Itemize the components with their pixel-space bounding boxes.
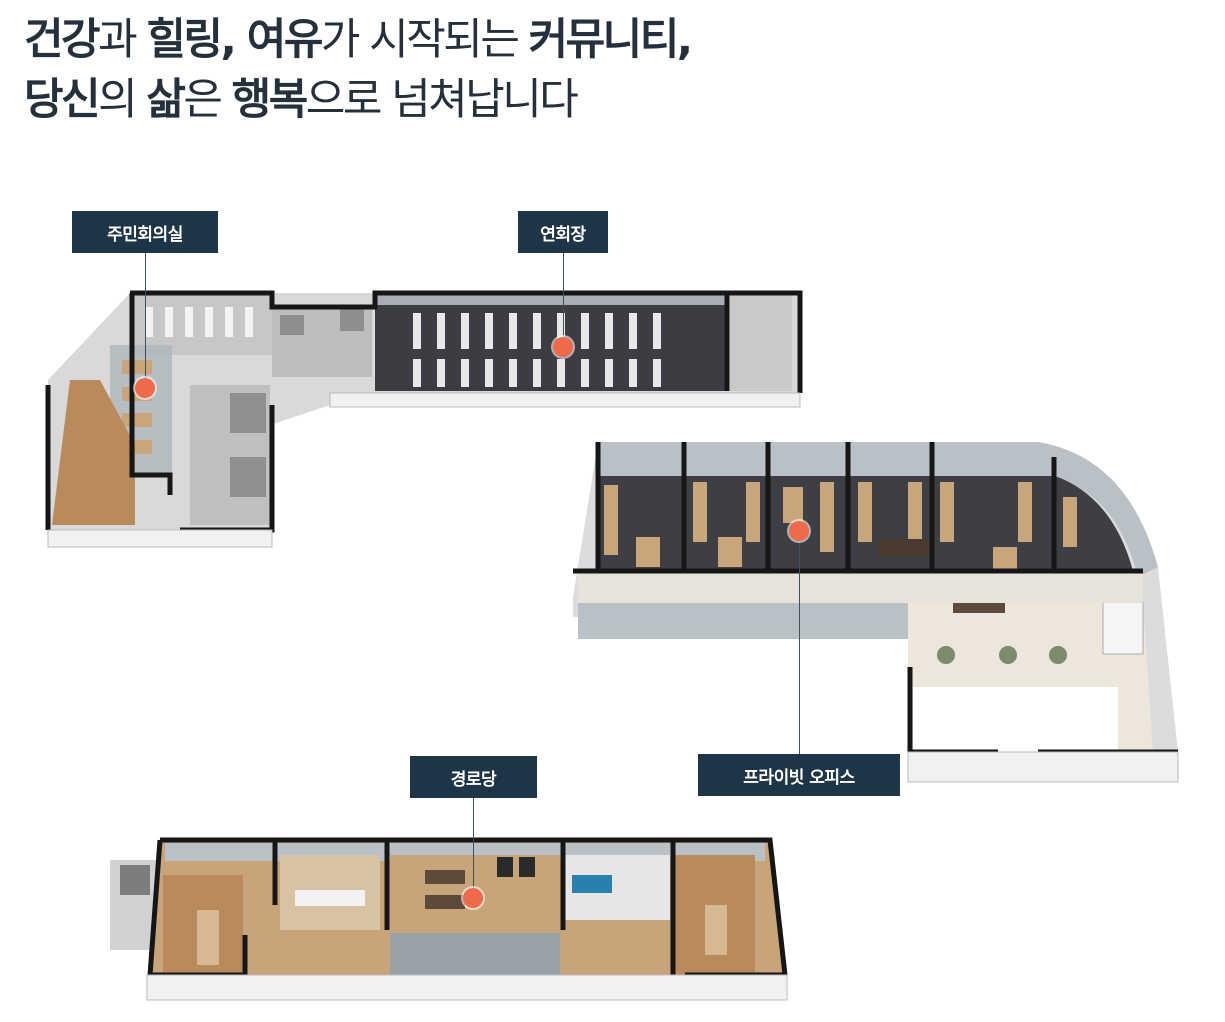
headline-seg: 과: [98, 15, 147, 65]
marker-private-office[interactable]: [789, 521, 809, 541]
callout-senior-center: 경로당: [410, 756, 537, 798]
callout-private-office: 프라이빗 오피스: [698, 754, 900, 796]
leader-senior-center: [473, 798, 474, 898]
floorplan-meeting-banquet: [45, 290, 803, 548]
headline-seg: 으로 넘쳐납니다: [305, 75, 579, 125]
callout-banquet-hall: 연회장: [518, 211, 608, 253]
leader-banquet-hall: [563, 253, 564, 347]
headline-seg: 건강: [24, 15, 101, 65]
headline-seg: 행복: [231, 75, 309, 125]
headline-seg: 삶: [146, 75, 186, 125]
headline-line-2: 당신의 삶은 행복으로 넘쳐납니다: [24, 70, 691, 130]
headline-seg: 은: [183, 75, 232, 125]
marker-meeting-room[interactable]: [135, 378, 155, 398]
headline-line-1: 건강과 힐링, 여유가 시작되는 커뮤니티,: [24, 10, 694, 70]
headline-seg: 가 시작되는: [320, 15, 529, 65]
marker-senior-center[interactable]: [463, 888, 483, 908]
floorplan-private-office: [573, 442, 1179, 783]
marker-banquet-hall[interactable]: [553, 337, 573, 357]
leader-meeting-room: [145, 253, 146, 388]
floorplan-senior-center: [110, 837, 788, 1001]
leader-private-office: [799, 531, 800, 754]
headline-seg: 힐링, 여유: [146, 15, 323, 65]
headline-seg: 의: [98, 75, 147, 125]
headline-seg: 커뮤니티,: [528, 15, 694, 65]
headline-seg: 당신: [24, 75, 101, 125]
headline: 건강과 힐링, 여유가 시작되는 커뮤니티, 당신의 삶은 행복으로 넘쳐납니다: [24, 10, 694, 130]
callout-meeting-room: 주민회의실: [72, 211, 218, 253]
